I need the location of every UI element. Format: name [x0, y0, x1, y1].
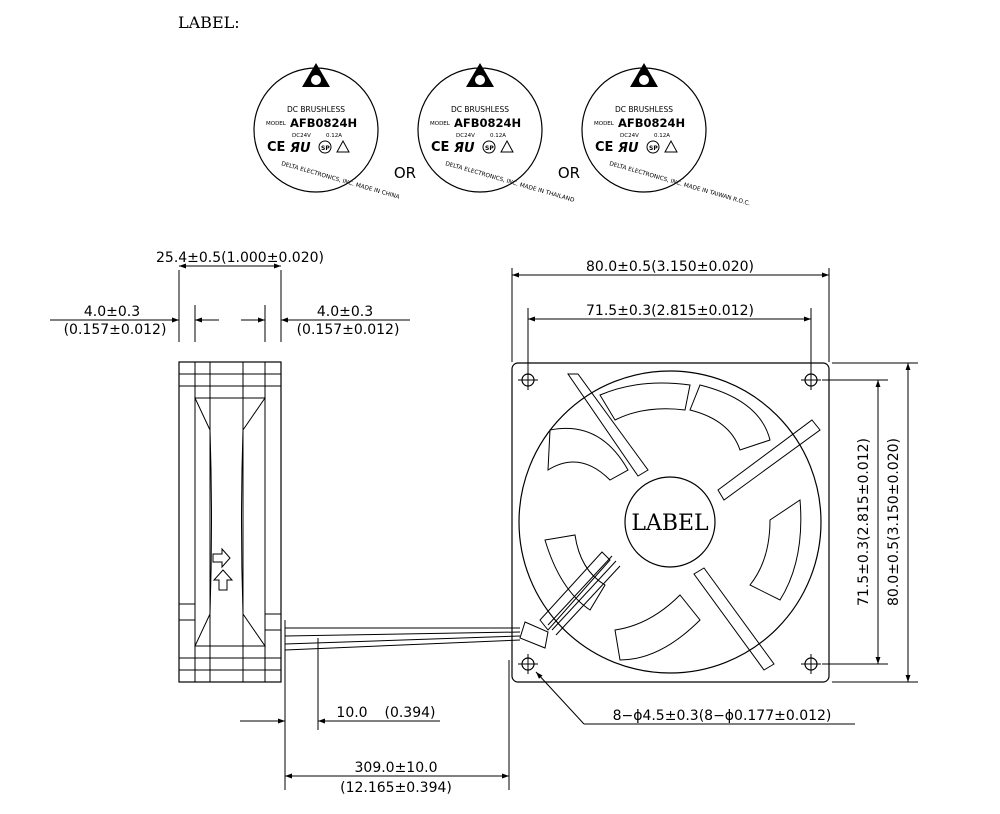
svg-text:SP: SP — [321, 145, 330, 152]
mounting-hole — [518, 370, 538, 390]
label-variant-2: DC BRUSHLESS MODEL AFB0824H DC24V 0.12A … — [417, 63, 575, 204]
height-holes-dimension: 71.5±0.3(2.815±0.012) — [856, 438, 872, 606]
ce-mark-icon: CE — [595, 140, 613, 155]
label-amp: 0.12A — [326, 133, 342, 139]
label-model: AFB0824H — [290, 116, 357, 130]
guard-left-dimension: 4.0±0.3 — [84, 304, 140, 320]
width-holes-dimension: 71.5±0.3(2.815±0.012) — [586, 303, 754, 319]
ul-mark-icon: ЯU — [617, 141, 639, 156]
label-line1: DC BRUSHLESS — [287, 105, 345, 114]
airflow-arrow-icon — [212, 547, 231, 569]
label-volt: DC24V — [620, 133, 639, 139]
label-variant-3: DC BRUSHLESS MODEL AFB0824H DC24V 0.12A … — [581, 63, 751, 207]
guard-right-dimension: 4.0±0.3 — [317, 304, 373, 320]
lead-wires: 10.0 (0.394) 309.0±10.0 (12.165±0.394) — [240, 620, 521, 796]
wire-exit — [519, 555, 621, 649]
hole-leader-line — [535, 671, 585, 725]
delta-logo-icon — [302, 63, 330, 87]
lead-length-dimension: 309.0±10.0 — [355, 760, 438, 776]
strip-dimension: 10.0 — [336, 705, 367, 721]
fan-blades — [544, 382, 802, 661]
ce-mark-icon: CE — [431, 140, 449, 155]
ul-mark-icon: ЯU — [289, 141, 311, 156]
height-outer-dimension: 80.0±0.5(3.150±0.020) — [886, 438, 902, 606]
or-separator-1: OR — [394, 164, 416, 182]
mounting-hole — [801, 370, 821, 390]
vde-mark-icon — [336, 139, 350, 153]
label-model: AFB0824H — [618, 116, 685, 130]
label-variant-1: DC BRUSHLESS MODEL AFB0824H DC24V 0.12A … — [253, 63, 400, 201]
guard-left-dimension-inch: (0.157±0.012) — [64, 322, 167, 338]
delta-logo-icon — [630, 63, 658, 87]
svg-text:SP: SP — [649, 145, 658, 152]
label-volt: DC24V — [456, 133, 475, 139]
label-model: AFB0824H — [454, 116, 521, 130]
label-line1: DC BRUSHLESS — [451, 105, 509, 114]
mounting-hole — [518, 654, 538, 674]
mounting-hole — [801, 654, 821, 674]
rotation-arrow-icon — [212, 569, 234, 591]
ul-mark-icon: ЯU — [453, 141, 475, 156]
fan-front-view: 80.0±0.5(3.150±0.020) 71.5±0.3(2.815±0.0… — [511, 259, 918, 725]
section-label: LABEL: — [178, 13, 240, 32]
width-outer-dimension: 80.0±0.5(3.150±0.020) — [586, 259, 754, 275]
label-origin: DELTA ELECTRONICS, INC. MADE IN CHINA — [280, 161, 400, 201]
fan-hub — [624, 476, 716, 568]
label-origin: DELTA ELECTRONICS, INC. MADE IN TAIWAN R… — [608, 161, 750, 207]
or-separator-2: OR — [558, 164, 580, 182]
label-origin: DELTA ELECTRONICS, INC. MADE IN THAILAND — [444, 161, 575, 204]
fan-side-view: 25.4±0.5(1.000±0.020) 4.0±0.3 (0.157±0.0… — [50, 250, 410, 683]
csa-mark-icon: SP — [318, 140, 332, 154]
fan-spokes — [539, 373, 821, 671]
hole-dimension: 8−ϕ4.5±0.3(8−ϕ0.177±0.012) — [613, 708, 832, 724]
strip-dimension-inch: (0.394) — [384, 705, 435, 721]
label-line1: DC BRUSHLESS — [615, 105, 673, 114]
label-model-prefix: MODEL — [594, 121, 615, 127]
ce-mark-icon: CE — [267, 140, 285, 155]
venturi-profile — [194, 397, 266, 647]
csa-mark-icon: SP — [482, 140, 496, 154]
vde-mark-icon — [500, 139, 514, 153]
label-amp: 0.12A — [654, 133, 670, 139]
fan-frame — [511, 362, 830, 683]
label-volt: DC24V — [292, 133, 311, 139]
lead-length-dimension-inch: (12.165±0.394) — [340, 780, 452, 796]
csa-mark-icon: SP — [646, 140, 660, 154]
delta-logo-icon — [466, 63, 494, 87]
depth-dimension: 25.4±0.5(1.000±0.020) — [156, 250, 324, 266]
svg-text:SP: SP — [485, 145, 494, 152]
label-model-prefix: MODEL — [430, 121, 451, 127]
label-model-prefix: MODEL — [266, 121, 287, 127]
vde-mark-icon — [664, 139, 678, 153]
label-amp: 0.12A — [490, 133, 506, 139]
fan-opening — [518, 370, 822, 674]
guard-right-dimension-inch: (0.157±0.012) — [297, 322, 400, 338]
fan-side-outline — [178, 361, 282, 683]
hub-label: LABEL — [631, 511, 709, 536]
